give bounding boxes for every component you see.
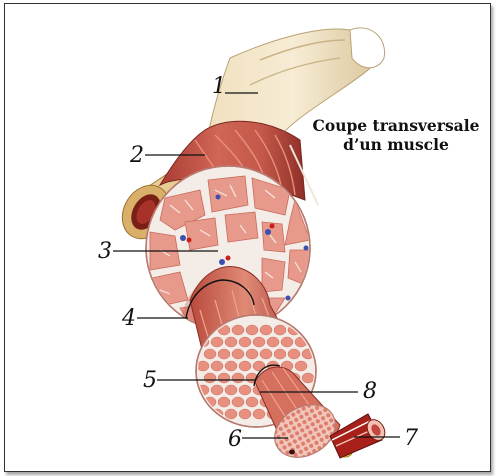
- label-8: 8: [363, 379, 377, 404]
- myofibril: [330, 414, 388, 458]
- label-4: 4: [121, 306, 136, 331]
- label-3: 3: [98, 239, 112, 264]
- label-7: 7: [404, 426, 418, 451]
- label-5: 5: [143, 368, 157, 393]
- label-2: 2: [129, 143, 144, 168]
- label-6: 6: [228, 427, 242, 452]
- label-1: 1: [212, 74, 226, 99]
